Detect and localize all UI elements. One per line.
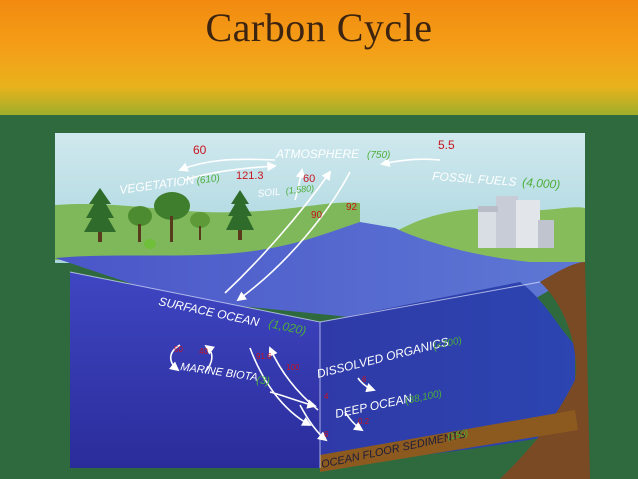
- flux-biota-deep: 6: [324, 430, 329, 439]
- flux-dissolved-deep: 6: [362, 375, 367, 384]
- atmosphere-label: ATMOSPHERE: [275, 147, 360, 161]
- flux-deep-surface: 100: [286, 363, 300, 372]
- flux-ocean-atmosphere: 90: [311, 210, 323, 221]
- flux-biota-surface: 40: [199, 347, 208, 356]
- flux-soil-atmosphere: 60: [303, 173, 315, 185]
- atmosphere-value: (750): [367, 150, 390, 161]
- flux-atmosphere-ocean: 92: [346, 202, 358, 213]
- marine-biota-value: (3): [256, 374, 271, 388]
- flux-vegetation-atmosphere: 60: [193, 143, 207, 157]
- flux-biota-dissolved: 4: [324, 392, 329, 401]
- fossil-fuels-value: (4,000): [522, 175, 561, 192]
- flux-deep-sediments: 0.2: [358, 417, 370, 426]
- flux-atmosphere-vegetation: 121.3: [236, 170, 264, 182]
- flux-fossil-atmosphere: 5.5: [438, 138, 455, 152]
- flux-surface-biota: 50: [174, 345, 183, 354]
- flux-surface-deep: 91.6: [256, 352, 272, 361]
